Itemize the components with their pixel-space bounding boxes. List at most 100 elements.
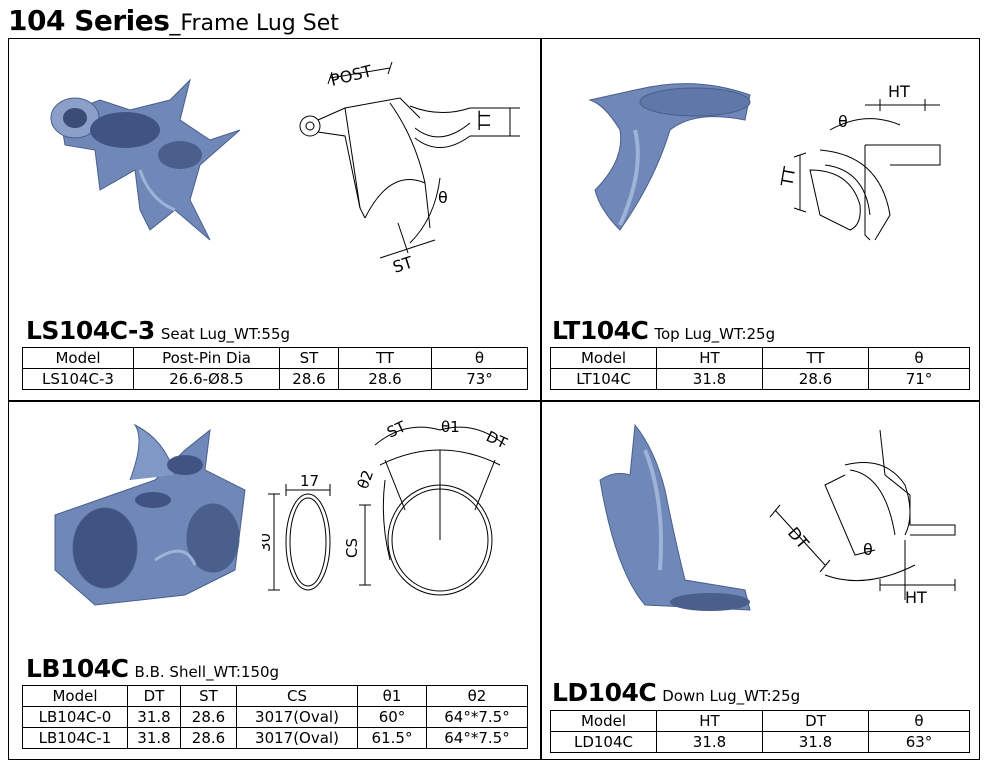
table-row: LT104C 31.8 28.6 71° <box>550 368 970 390</box>
top-dim-tt: TT <box>777 165 799 188</box>
table-header: ST <box>180 685 237 707</box>
table-header: DT <box>762 710 869 732</box>
table-row: LB104C-1 31.8 28.6 3017(Oval) 61.5° 64°*… <box>22 727 528 749</box>
table-header-row: Model DT ST CS θ1 θ2 <box>22 685 528 707</box>
table-header: Model <box>550 347 657 369</box>
table-header: Model <box>22 685 128 707</box>
table-header: CS <box>236 685 358 707</box>
table-cell: 31.8 <box>127 727 181 749</box>
table-header: Model <box>22 347 134 369</box>
down-dim-theta: θ <box>863 540 873 559</box>
table-header: TT <box>762 347 869 369</box>
top-dim-theta: θ <box>838 112 848 131</box>
table-row: LB104C-0 31.8 28.6 3017(Oval) 60° 64°*7.… <box>22 706 528 728</box>
down-lug-table: Model HT DT θ LD104C 31.8 31.8 63° <box>550 710 970 753</box>
bb-oval-drawing: 17 30 <box>262 472 331 591</box>
seat-lug-desc: Seat Lug_WT:55g <box>160 325 291 343</box>
table-cell: 28.6 <box>180 706 237 728</box>
bb-shell-table: Model DT ST CS θ1 θ2 LB104C-0 31.8 28.6 … <box>22 685 528 749</box>
table-cell: 64°*7.5° <box>426 727 528 749</box>
table-cell: 31.8 <box>762 731 869 753</box>
panel-grid <box>8 38 980 760</box>
top-dim-ht: HT <box>888 82 910 101</box>
table-cell: 64°*7.5° <box>426 706 528 728</box>
table-cell: 28.6 <box>279 368 339 390</box>
seat-lug-table: Model Post-Pin Dia ST TT θ LS104C-3 26.6… <box>22 347 528 390</box>
bb-dim-theta2: θ2 <box>354 468 377 492</box>
table-cell: 63° <box>868 731 970 753</box>
table-cell: 71° <box>868 368 970 390</box>
seat-lug-drawing: POST TT ST θ <box>299 61 520 277</box>
table-cell: 60° <box>357 706 427 728</box>
table-header: θ2 <box>426 685 528 707</box>
top-lug-desc: Top Lug_WT:25g <box>654 325 776 343</box>
table-cell: 3017(Oval) <box>236 706 358 728</box>
table-header: θ <box>868 347 970 369</box>
seat-dim-post: POST <box>328 61 374 90</box>
table-cell: 28.6 <box>762 368 869 390</box>
seat-lug-heading: LS104C-3 Seat Lug_WT:55g <box>26 316 290 345</box>
table-cell: LT104C <box>550 368 657 390</box>
table-cell: 28.6 <box>338 368 432 390</box>
top-lug-heading: LT104C Top Lug_WT:25g <box>552 316 775 345</box>
down-dim-dt: DT <box>784 523 813 552</box>
table-row: LD104C 31.8 31.8 63° <box>550 731 970 753</box>
table-header-row: Model Post-Pin Dia ST TT θ <box>22 347 528 369</box>
table-header: θ <box>868 710 970 732</box>
bb-dim-cs: CS <box>345 538 361 558</box>
table-header: HT <box>656 710 763 732</box>
table-header: HT <box>656 347 763 369</box>
table-cell: 26.6-Ø8.5 <box>133 368 280 390</box>
table-header: DT <box>127 685 181 707</box>
bb-shell-render <box>54 423 246 606</box>
top-lug-render <box>588 83 751 231</box>
table-cell: LS104C-3 <box>22 368 134 390</box>
table-row: LS104C-3 26.6-Ø8.5 28.6 28.6 73° <box>22 368 528 390</box>
bb-shell-desc: B.B. Shell_WT:150g <box>134 663 280 681</box>
bb-dim-st: ST <box>384 417 409 442</box>
seat-dim-tt: TT <box>475 111 494 131</box>
grid-divider-horizontal <box>8 400 980 402</box>
down-lug-code: LD104C <box>552 678 657 707</box>
table-header: θ <box>431 347 528 369</box>
table-header: Model <box>550 710 657 732</box>
table-header-row: Model HT TT θ <box>550 347 970 369</box>
table-cell: 73° <box>431 368 528 390</box>
down-lug-drawing: DT θ HT <box>769 429 956 607</box>
bb-shell-drawing: ST θ1 DT θ2 CS <box>345 417 510 596</box>
table-cell: 31.8 <box>656 731 763 753</box>
top-lug-table: Model HT TT θ LT104C 31.8 28.6 71° <box>550 347 970 390</box>
table-header: TT <box>338 347 432 369</box>
table-cell: LD104C <box>550 731 657 753</box>
table-cell: 31.8 <box>656 368 763 390</box>
seat-lug-code: LS104C-3 <box>26 316 155 345</box>
grid-divider-vertical <box>540 38 542 760</box>
page-title: 104 Series_Frame Lug Set <box>8 4 339 37</box>
top-lug-drawing: HT TT θ <box>777 82 941 241</box>
down-lug-render <box>599 423 751 611</box>
table-header: ST <box>279 347 339 369</box>
seat-dim-st: ST <box>390 253 415 277</box>
table-cell: LB104C-1 <box>22 727 128 749</box>
table-header: θ1 <box>357 685 427 707</box>
seat-dim-theta: θ <box>438 188 448 207</box>
bb-dim-height: 30 <box>262 533 274 552</box>
table-cell: 31.8 <box>127 706 181 728</box>
table-cell: LB104C-0 <box>22 706 128 728</box>
series-title: 104 Series <box>8 4 170 37</box>
down-dim-ht: HT <box>905 588 927 607</box>
bb-dim-width: 17 <box>300 472 319 490</box>
bb-shell-heading: LB104C B.B. Shell_WT:150g <box>26 654 279 683</box>
bb-dim-dt: DT <box>483 427 510 452</box>
table-header-row: Model HT DT θ <box>550 710 970 732</box>
top-lug-code: LT104C <box>552 316 649 345</box>
table-cell: 61.5° <box>357 727 427 749</box>
table-cell: 28.6 <box>180 727 237 749</box>
series-subtitle: _Frame Lug Set <box>169 11 339 36</box>
table-cell: 3017(Oval) <box>236 727 358 749</box>
table-header: Post-Pin Dia <box>133 347 280 369</box>
bb-shell-code: LB104C <box>26 654 129 683</box>
bb-dim-theta1: θ1 <box>441 418 460 436</box>
seat-lug-render <box>50 78 241 241</box>
